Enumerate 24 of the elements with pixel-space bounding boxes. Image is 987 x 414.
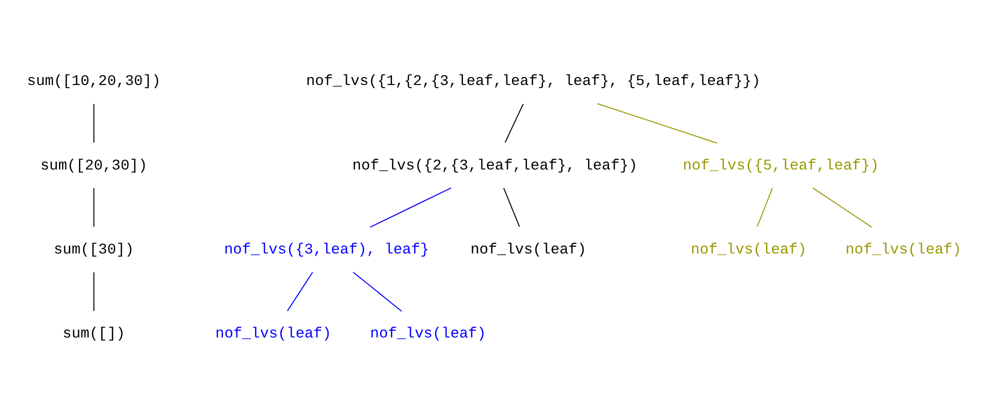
connector: [286, 271, 313, 311]
connector: [92, 271, 94, 311]
node-text: nof_lvs(leaf): [370, 326, 486, 342]
connector: [92, 102, 94, 143]
connector: [504, 102, 524, 143]
connector: [596, 102, 718, 144]
node-text: nof_lvs({3,leaf), leaf}: [224, 242, 429, 258]
connector: [502, 187, 520, 227]
connector: [812, 186, 872, 228]
node-text: nof_lvs(leaf): [845, 242, 961, 258]
node-text: sum([20,30]): [40, 158, 147, 174]
node-text: nof_lvs(leaf): [214, 326, 331, 342]
connector: [756, 187, 772, 227]
node-text: nof_lvs({5,leaf,leaf}): [682, 158, 878, 174]
node-text: nof_lvs({1,{2,{3,leaf,leaf}, leaf}, {5,leaf,leaf}}): [306, 74, 760, 90]
connector: [352, 271, 402, 312]
node-text: nof_lvs(leaf): [470, 242, 586, 258]
node-text: nof_lvs({2,{3,leaf,leaf}, leaf}): [352, 158, 637, 174]
node-text: sum([10,20,30]): [26, 74, 160, 90]
node-text: sum([]): [62, 326, 125, 342]
node-text: sum([30]): [53, 242, 134, 258]
connector: [92, 187, 94, 227]
connector: [369, 186, 452, 228]
node-text: nof_lvs(leaf): [690, 242, 806, 258]
